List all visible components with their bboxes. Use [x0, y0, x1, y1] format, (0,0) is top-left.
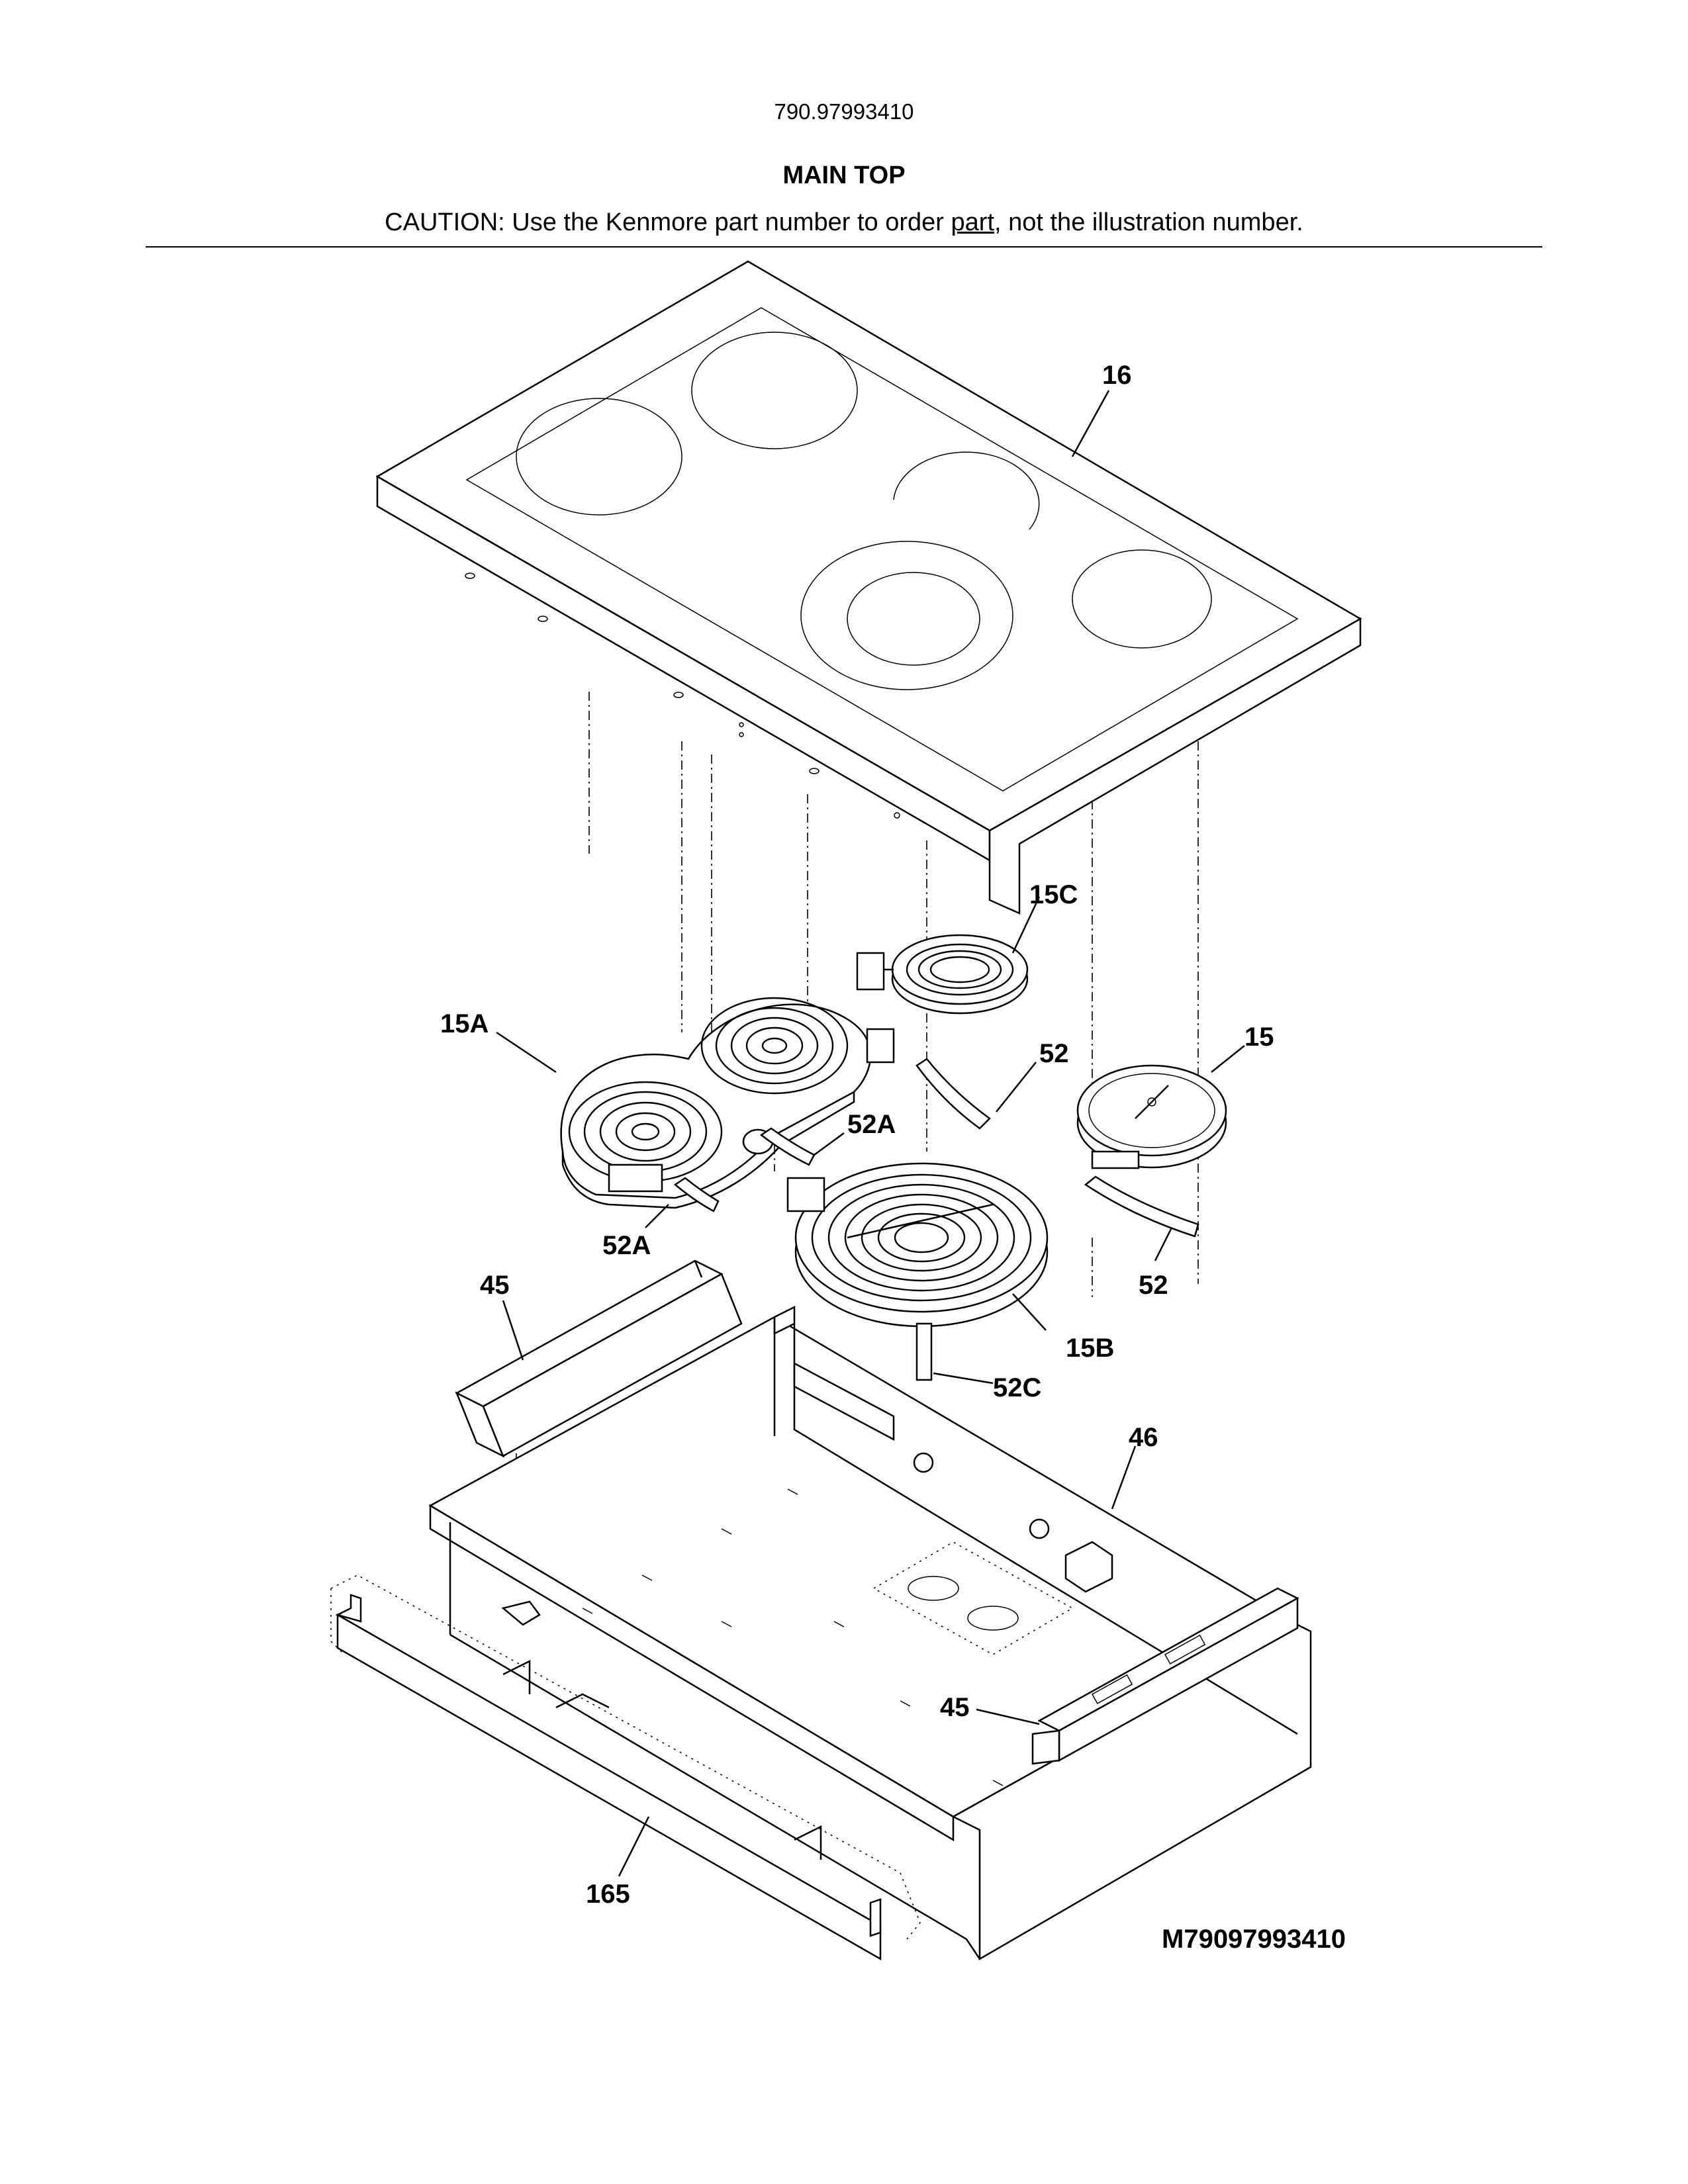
callout-15B: 15B [1066, 1334, 1114, 1363]
channel-45-right [1031, 1587, 1299, 1765]
bracket-52C [915, 1322, 933, 1381]
callout-leaders [496, 390, 1245, 1877]
callout-15: 15 [1244, 1023, 1274, 1052]
dual-element-coils [568, 997, 849, 1183]
diagram-id: M79097993410 [1162, 1925, 1346, 1954]
model-number: 790.97993410 [774, 99, 914, 124]
dual-radiant-element-15A [560, 997, 895, 1209]
callout-52A-low: 52A [602, 1231, 651, 1260]
callout-45-left: 45 [480, 1271, 510, 1300]
callout-165: 165 [586, 1880, 630, 1909]
bracket-52-upper [915, 1058, 991, 1130]
callout-15C: 15C [1029, 880, 1078, 909]
section-title: MAIN TOP [782, 161, 906, 189]
radiant-element-15 [1076, 1064, 1227, 1169]
callout-52-lower: 52 [1139, 1271, 1168, 1300]
channel-45-left [455, 1259, 743, 1458]
glass-top-mounting-holes [465, 572, 900, 819]
bracket-52A-mid [759, 1127, 816, 1166]
callout-52C: 52C [993, 1373, 1041, 1402]
header-rule [146, 246, 1542, 248]
front-trim-165 [330, 1574, 921, 1961]
caution-prefix: CAUTION: Use the Kenmore part number to … [385, 208, 951, 236]
callout-16: 16 [1102, 361, 1132, 390]
callout-46: 46 [1129, 1423, 1158, 1452]
caution-part-word: part [951, 208, 994, 236]
bracket-52-lower [1084, 1175, 1199, 1238]
radiant-element-15C [856, 934, 1029, 1015]
callout-15A: 15A [440, 1009, 489, 1038]
glass-cooktop-16 [375, 260, 1362, 915]
caution-suffix: , not the illustration number. [994, 208, 1303, 236]
caution-text: CAUTION: Use the Kenmore part number to … [0, 208, 1688, 237]
element-brackets [673, 1058, 1199, 1381]
bracket-52A-low [673, 1177, 720, 1212]
callout-52-upper: 52 [1039, 1039, 1069, 1068]
radiant-element-15B [786, 1162, 1049, 1328]
callout-52A-mid: 52A [847, 1110, 896, 1139]
callout-45-right: 45 [940, 1693, 970, 1722]
